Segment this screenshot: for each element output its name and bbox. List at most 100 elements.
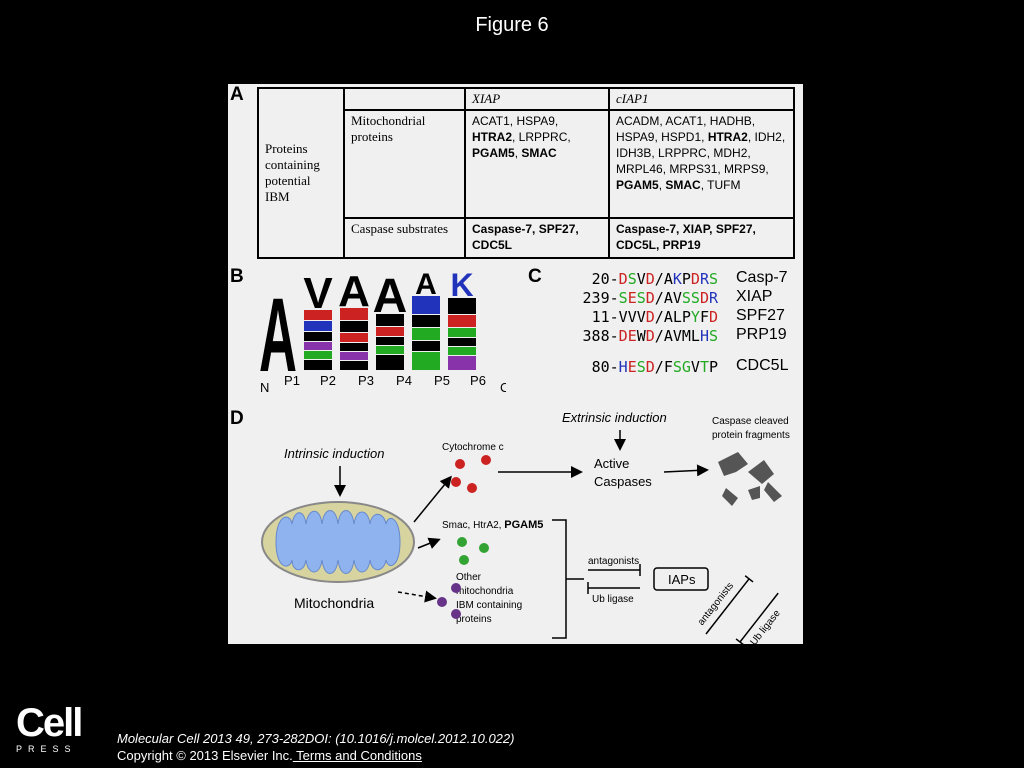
sequence-position: 11- <box>591 308 619 326</box>
xiap-mito-part: SMAC <box>521 146 557 160</box>
terms-link[interactable]: Terms and Conditions <box>292 748 422 763</box>
logo-p3-stack-5 <box>340 352 368 360</box>
logo-p2-stack-1 <box>304 310 332 320</box>
n-terminus: N <box>260 380 269 395</box>
mitochondria-label: Mitochondria <box>294 595 374 611</box>
logo-p2-stack-2 <box>304 321 332 331</box>
residue: G <box>681 358 691 376</box>
residue: P <box>681 308 691 326</box>
residue: P <box>708 358 718 376</box>
ciap-mito-part: ACADM, ACAT1, HADHB, HSPA9, HSPD1, <box>616 114 756 144</box>
arrow-smac <box>417 537 441 549</box>
iaps-label: IAPs <box>668 572 696 587</box>
residue: S <box>636 289 646 307</box>
residue: D <box>645 270 655 288</box>
sequence-row: 20-DSVD/AKPDRS <box>592 270 718 288</box>
residue: / <box>654 358 664 376</box>
smac-label-pgam5: PGAM5 <box>504 519 543 531</box>
residue: M <box>681 327 691 345</box>
xiap-mito-part: , <box>514 146 522 160</box>
logo-p5-a: A <box>415 272 437 301</box>
other-label-2: mitochondria <box>456 586 514 597</box>
residue: D <box>645 289 655 307</box>
residue: V <box>636 270 646 288</box>
residue: E <box>627 289 637 307</box>
logo-p4-stack-5 <box>376 355 404 370</box>
sequence-position: 20- <box>591 270 619 288</box>
xiap-mito-part: , LRPPRC, <box>512 130 571 144</box>
xiap-mito-cell: ACAT1, HSPA9, HTRA2, LRPPRC, PGAM5, SMAC <box>464 109 610 219</box>
logo-p3-stack-2 <box>340 321 368 332</box>
logo-p6-stack-4 <box>448 338 476 346</box>
logo-p6-stack-5 <box>448 347 476 355</box>
residue: D <box>699 289 709 307</box>
sequence-row: 239-SESD/AVSSDR <box>583 289 718 307</box>
xiap-mito-part: ACAT1, HSPA9, <box>472 114 559 128</box>
logo-p5-stack-2 <box>412 315 440 327</box>
residue: S <box>681 289 691 307</box>
residue: W <box>636 327 646 345</box>
logo-p4-stack-3 <box>376 337 404 345</box>
residue: / <box>654 289 664 307</box>
logo-p4-stack-4 <box>376 346 404 354</box>
logo-p1-a: A <box>259 277 297 394</box>
pos-p2: P2 <box>320 373 336 388</box>
pos-p6: P6 <box>470 373 486 388</box>
residue: V <box>627 308 637 326</box>
logo-p5-stack-5 <box>412 352 440 370</box>
residue: S <box>627 270 637 288</box>
logo-p5-stack-1 <box>412 296 440 314</box>
residue: V <box>672 327 682 345</box>
logo-p6-stack-2 <box>448 315 476 327</box>
ciap-mito-part: , IDH2, IDH3B, LRPPRC, MDH2, MRPL46, MRP… <box>616 130 786 176</box>
protein-name: SPF27 <box>736 307 785 324</box>
cell-logo-text: Cell <box>16 701 83 745</box>
sequence-position: 80- <box>591 358 619 376</box>
residue: D <box>618 270 628 288</box>
c-terminus: C <box>500 380 506 395</box>
ub-label: Ub ligase <box>592 594 634 605</box>
residue: Y <box>690 308 700 326</box>
residue: L <box>690 327 700 345</box>
residue: S <box>672 358 682 376</box>
residue: A <box>663 270 673 288</box>
slide-title: Figure 6 <box>475 14 549 36</box>
residue: A <box>663 308 673 326</box>
row-casp-label: Caspase substrates <box>343 217 466 259</box>
sequence-row: 388-DEWD/AVMLHS <box>583 327 718 345</box>
protein-name: XIAP <box>736 288 773 305</box>
logo-p2-stack-4 <box>304 342 332 350</box>
residue: V <box>690 358 700 376</box>
logo-p4-stack-1 <box>376 314 404 326</box>
ciap-mito-part: SMAC <box>665 178 701 192</box>
residue: H <box>699 327 709 345</box>
ub-diag-bar <box>735 638 745 644</box>
cytochrome-dots <box>451 455 491 493</box>
residue: P <box>681 270 691 288</box>
residue: A <box>663 289 673 307</box>
xiap-mito-part: HTRA2 <box>472 130 513 144</box>
cleaved-label-1: Caspase cleaved <box>712 416 789 427</box>
residue: / <box>654 308 664 326</box>
logo-p2-stack-5 <box>304 351 332 359</box>
ub-diag-group: Ub ligase <box>735 592 783 644</box>
logo-p3-stack-6 <box>340 361 368 370</box>
residue: H <box>618 358 628 376</box>
panel-c-label: C <box>528 266 542 287</box>
residue: S <box>708 270 718 288</box>
antagonists-diag-line <box>705 578 750 635</box>
residue: R <box>699 270 709 288</box>
logo-p5-stack-3 <box>412 328 440 340</box>
residue: D <box>690 270 700 288</box>
other-dots <box>437 583 461 619</box>
active-label-2: Caspases <box>594 474 652 489</box>
pathway-diagram: Intrinsic induction Mitochondria Cytochr… <box>261 410 790 644</box>
logo-p6-k: K <box>450 272 473 303</box>
logo-p6-stack-3 <box>448 328 476 337</box>
pos-p1: P1 <box>284 373 300 388</box>
iaps-box <box>653 567 709 591</box>
pos-p4: P4 <box>396 373 412 388</box>
antagonists-diag-bar <box>744 575 754 583</box>
panel-b-label: B <box>230 266 244 287</box>
residue: V <box>636 308 646 326</box>
